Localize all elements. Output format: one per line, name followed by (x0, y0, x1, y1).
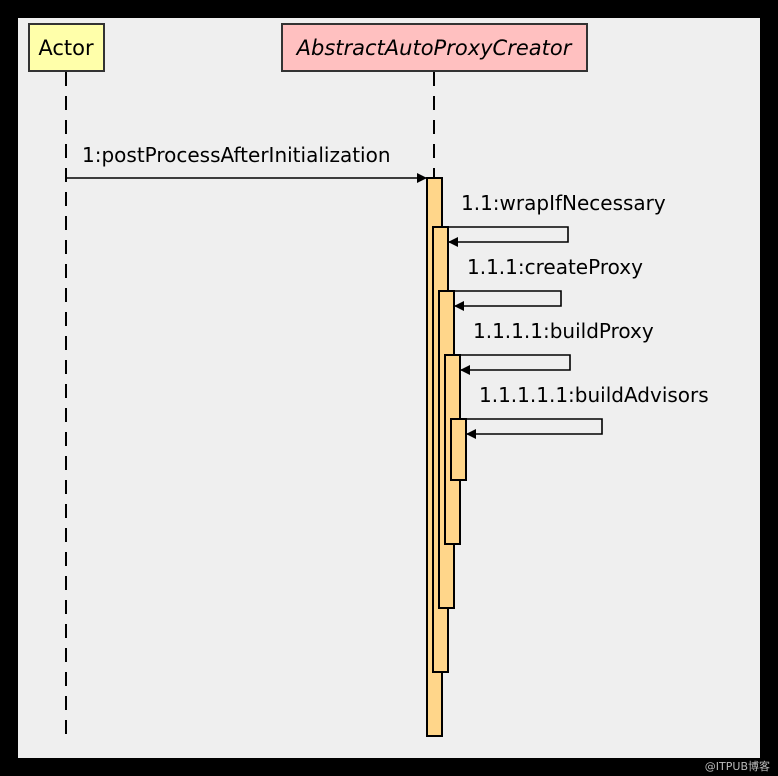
actor-label: Actor (38, 36, 94, 60)
watermark: @ITPUB博客 (705, 759, 770, 773)
creator-participant: AbstractAutoProxyCreator (281, 23, 588, 72)
actor-box (28, 23, 105, 72)
message-4-label: 1.1.1.1:buildProxy (473, 319, 654, 343)
message-3-arrow (448, 290, 562, 311)
creator-box (281, 23, 588, 72)
message-5-label: 1.1.1.1.1:buildAdvisors (479, 383, 709, 407)
message-2-arrow (442, 226, 569, 247)
message-4-arrow (454, 354, 571, 375)
message-1-label: 1:postProcessAfterInitialization (82, 143, 391, 167)
creator-label: AbstractAutoProxyCreator (295, 36, 573, 60)
message-3-label: 1.1.1:createProxy (467, 255, 643, 279)
message-2-label: 1.1:wrapIfNecessary (461, 191, 666, 215)
diagram-canvas (18, 18, 760, 758)
actor-participant: Actor (28, 23, 105, 72)
activation-bar-5 (450, 418, 467, 481)
message-5-arrow (460, 418, 603, 439)
